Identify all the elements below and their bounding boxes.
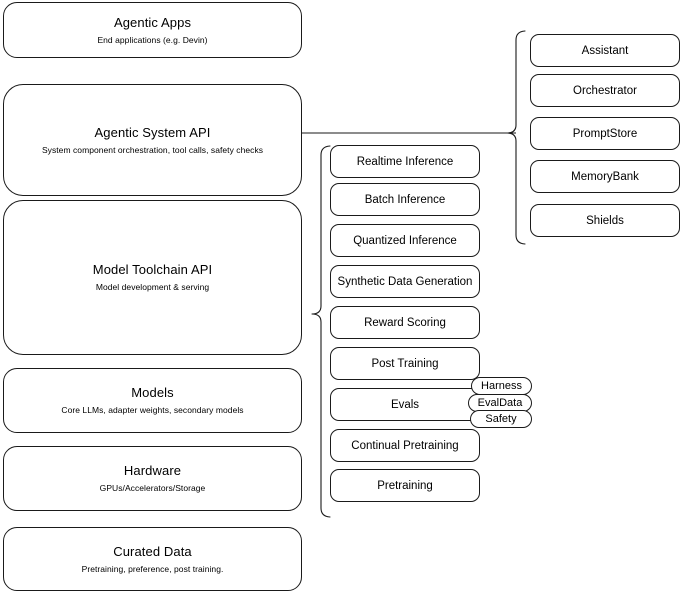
- agentic-item-memorybank[interactable]: MemoryBank: [530, 160, 680, 193]
- layer-card-model-toolchain-api[interactable]: Model Toolchain API Model development & …: [3, 200, 302, 355]
- chip-label: Synthetic Data Generation: [337, 275, 473, 288]
- toolchain-item-quantized-inference[interactable]: Quantized Inference: [330, 224, 480, 257]
- layer-subtitle: End applications (e.g. Devin): [97, 34, 208, 45]
- chip-label: Quantized Inference: [353, 234, 457, 247]
- toolchain-item-synthetic-data-generation[interactable]: Synthetic Data Generation: [330, 265, 480, 298]
- chip-label: Orchestrator: [573, 84, 637, 97]
- layer-card-agentic-system-api[interactable]: Agentic System API System component orch…: [3, 84, 302, 196]
- layer-title: Agentic System API: [94, 124, 211, 140]
- chip-label: Batch Inference: [364, 193, 446, 206]
- chip-label: Pretraining: [377, 479, 433, 492]
- pill-label: EvalData: [477, 396, 523, 409]
- layer-subtitle: Core LLMs, adapter weights, secondary mo…: [61, 405, 244, 415]
- layer-subtitle: System component orchestration, tool cal…: [41, 144, 264, 155]
- chip-label: Evals: [390, 398, 420, 411]
- toolchain-item-realtime-inference[interactable]: Realtime Inference: [330, 145, 480, 178]
- layer-subtitle: GPUs/Accelerators/Storage: [99, 483, 206, 493]
- toolchain-item-batch-inference[interactable]: Batch Inference: [330, 183, 480, 216]
- evals-subitem-safety[interactable]: Safety: [470, 410, 532, 428]
- chip-label: Assistant: [581, 44, 629, 57]
- connector-toolchain-to-components: [302, 145, 332, 519]
- evals-subitem-harness[interactable]: Harness: [471, 377, 532, 395]
- layer-card-curated-data[interactable]: Curated Data Pretraining, preference, po…: [3, 527, 302, 591]
- layer-subtitle: Pretraining, preference, post training.: [81, 563, 224, 574]
- layer-card-models[interactable]: Models Core LLMs, adapter weights, secon…: [3, 368, 302, 433]
- layer-subtitle: Model development & serving: [95, 282, 210, 292]
- chip-label: Reward Scoring: [364, 316, 446, 329]
- agentic-item-orchestrator[interactable]: Orchestrator: [530, 74, 680, 107]
- toolchain-item-pretraining[interactable]: Pretraining: [330, 469, 480, 502]
- agentic-item-shields[interactable]: Shields: [530, 204, 680, 237]
- toolchain-item-continual-pretraining[interactable]: Continual Pretraining: [330, 429, 480, 462]
- layer-title: Agentic Apps: [113, 14, 192, 30]
- chip-label: PromptStore: [572, 127, 638, 140]
- toolchain-item-post-training[interactable]: Post Training: [330, 347, 480, 380]
- pill-label: Safety: [485, 412, 517, 425]
- connector-agentic-system-to-components: [302, 30, 528, 245]
- agentic-item-promptstore[interactable]: PromptStore: [530, 117, 680, 150]
- chip-label: Continual Pretraining: [351, 439, 459, 452]
- layer-card-hardware[interactable]: Hardware GPUs/Accelerators/Storage: [3, 446, 302, 511]
- layer-title: Models: [131, 385, 174, 400]
- layer-title: Curated Data: [113, 543, 192, 559]
- pill-label: Harness: [481, 379, 522, 392]
- chip-label: Post Training: [371, 357, 439, 370]
- toolchain-item-evals[interactable]: Evals: [330, 388, 480, 421]
- toolchain-item-reward-scoring[interactable]: Reward Scoring: [330, 306, 480, 339]
- chip-label: Realtime Inference: [356, 155, 454, 168]
- layer-title: Hardware: [123, 463, 182, 478]
- chip-label: Shields: [586, 214, 624, 227]
- layer-title: Model Toolchain API: [92, 262, 213, 277]
- agentic-item-assistant[interactable]: Assistant: [530, 34, 680, 67]
- layer-card-agentic-apps[interactable]: Agentic Apps End applications (e.g. Devi…: [3, 2, 302, 58]
- chip-label: MemoryBank: [571, 170, 639, 183]
